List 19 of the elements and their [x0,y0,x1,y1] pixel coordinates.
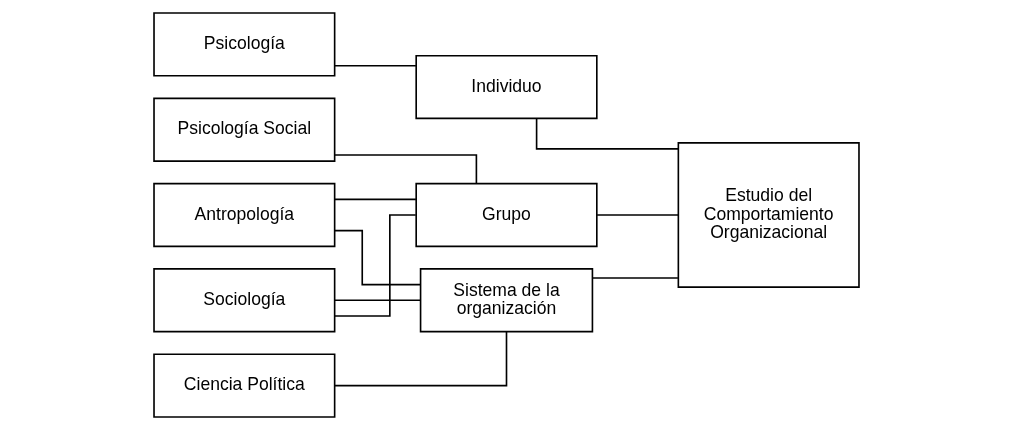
connector [333,154,477,185]
connector [595,214,679,216]
connector [333,214,417,317]
connector [591,277,679,279]
node-box: Psicología [152,12,335,77]
node-box: Antropología [152,182,335,248]
node-box: Estudio del Comportamiento Organizacional [677,142,860,288]
node-box: Sociología [152,268,335,333]
connector [333,198,417,201]
node-box: Grupo [414,182,598,248]
node-box: Psicología Social [152,97,335,162]
node-box: Individuo [414,54,598,120]
connector [333,331,507,387]
connector [333,229,421,286]
connector [333,64,417,67]
node-box: Sistema de la organización [419,268,593,333]
node-box: Ciencia Política [152,353,335,418]
connector [535,117,679,150]
connector [333,299,421,302]
